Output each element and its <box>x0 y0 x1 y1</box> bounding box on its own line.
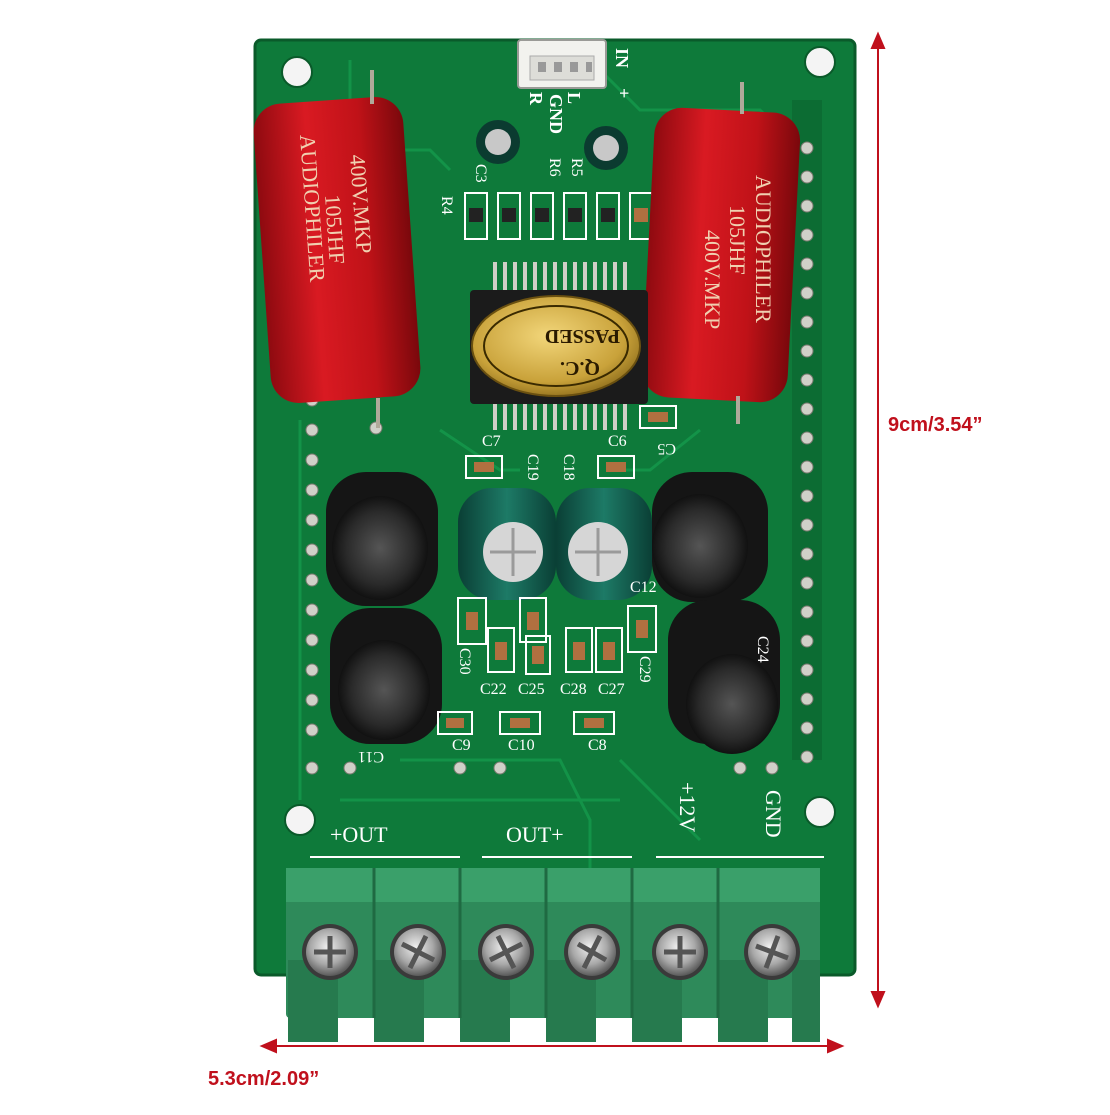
width-dimension-line <box>259 1038 845 1054</box>
label-r4: R4 <box>438 196 455 215</box>
terminal-screw-4 <box>564 924 620 980</box>
film-cap-left-model: 105JHF <box>320 194 350 265</box>
inductor-top-right <box>652 472 768 602</box>
label-c10: C10 <box>508 737 535 754</box>
qc-sticker-line1: Q.C. <box>560 357 600 379</box>
power-label-12v: +12V <box>675 782 700 832</box>
film-capacitor-right: AUDIOPHILER 105JHF 400V.MKP <box>641 82 801 424</box>
label-c3: C3 <box>472 164 489 183</box>
input-label-gnd: GND <box>546 94 566 134</box>
film-capacitor-left: AUDIOPHILER 105JHF 400V.MKP <box>253 70 421 428</box>
height-dimension-line <box>870 31 886 1009</box>
inductor-bottom-left <box>330 608 442 744</box>
film-cap-right-rating: 400V.MKP <box>700 230 725 329</box>
terminal-screw-6 <box>744 924 800 980</box>
label-c5: C5 <box>657 440 676 457</box>
height-dimension-label: 9cm/3.54” <box>888 414 983 436</box>
output-label-right: OUT+ <box>506 822 564 847</box>
input-label-r: R <box>526 92 546 106</box>
label-c30: C30 <box>456 648 473 675</box>
label-c19: C19 <box>524 454 541 481</box>
label-c8: C8 <box>588 737 607 754</box>
label-c6: C6 <box>608 433 627 450</box>
smd-capacitor-group <box>437 405 677 735</box>
amplifier-chip: Q.C. PASSED <box>470 262 648 430</box>
header-pins-right <box>792 100 822 764</box>
label-c9: C9 <box>452 737 471 754</box>
film-cap-right-brand: AUDIOPHILER <box>751 175 776 323</box>
input-label-in: IN <box>612 48 632 68</box>
label-r6: R6 <box>546 158 563 177</box>
label-c25: C25 <box>518 681 545 698</box>
inductor-top-left <box>326 472 438 606</box>
input-connector <box>517 39 607 89</box>
label-c28: C28 <box>560 681 587 698</box>
terminal-screw-2 <box>390 924 446 980</box>
label-c22: C22 <box>480 681 507 698</box>
label-c12: C12 <box>630 579 657 596</box>
qc-sticker-line2: PASSED <box>545 325 620 347</box>
input-capacitor-right <box>584 126 628 170</box>
label-r5: R5 <box>568 158 585 177</box>
terminal-block <box>286 868 820 1042</box>
smd-resistor-row <box>464 192 653 240</box>
terminal-screw-1 <box>302 924 358 980</box>
header-pins-left <box>305 393 779 775</box>
power-label-gnd: GND <box>761 790 786 838</box>
output-label-left: +OUT <box>330 822 388 847</box>
terminal-screw-5 <box>652 924 708 980</box>
input-capacitor-left <box>476 120 520 164</box>
label-c18: C18 <box>560 454 577 481</box>
inductor-bottom-right <box>668 600 780 754</box>
width-dimension-label: 5.3cm/2.09” <box>208 1068 320 1090</box>
electrolytic-capacitor-left <box>458 488 556 600</box>
input-label-plus: + <box>614 88 634 98</box>
label-c24: C24 <box>754 636 771 663</box>
label-c11: C11 <box>358 748 384 765</box>
film-cap-right-model: 105JHF <box>725 205 750 275</box>
electrolytic-capacitor-right <box>556 488 652 600</box>
label-c29: C29 <box>636 656 653 683</box>
label-c27: C27 <box>598 681 625 698</box>
input-label-l: L <box>564 92 584 104</box>
label-c7: C7 <box>482 433 501 450</box>
terminal-screw-3 <box>478 924 534 980</box>
